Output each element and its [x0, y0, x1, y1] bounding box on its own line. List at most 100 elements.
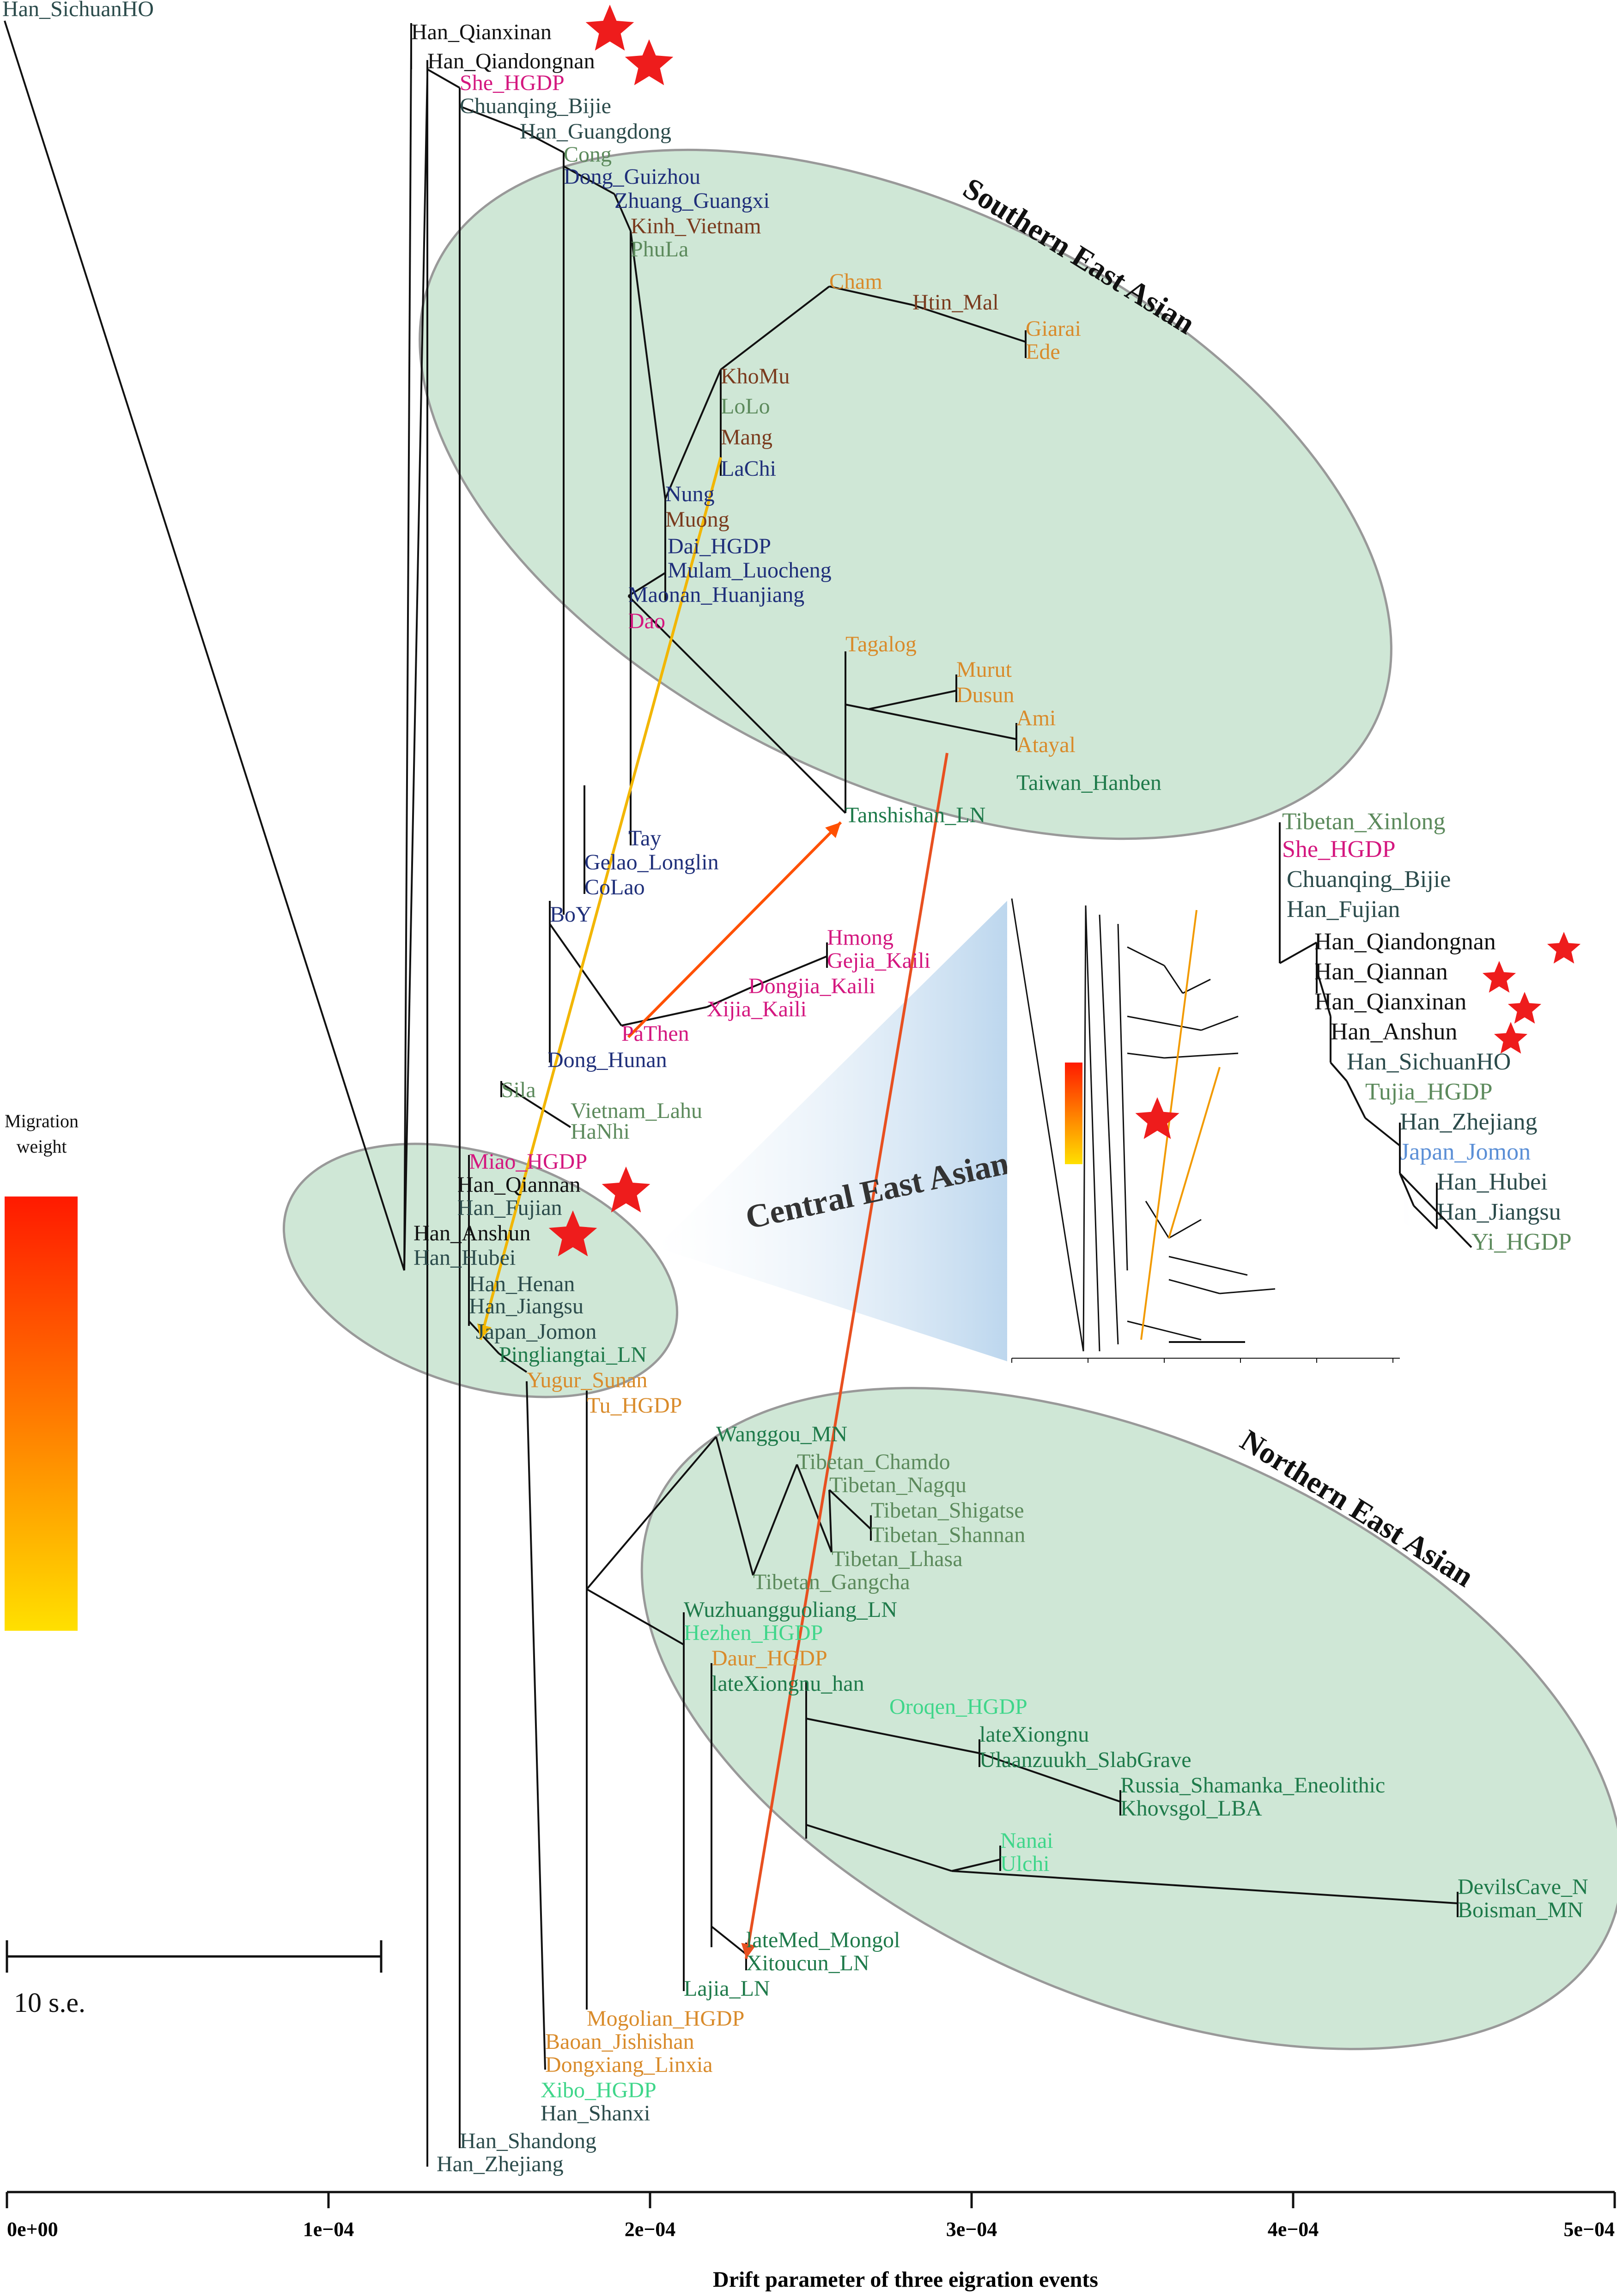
inset-branch: [1201, 1015, 1239, 1031]
leaf-latexiongnu: lateXiongnu: [979, 1722, 1089, 1747]
leaf-cham: Cham: [829, 269, 882, 294]
inset-leaf-han-fujian: Han_Fujian: [1287, 896, 1400, 923]
leaf-hezhen-hgdp: Hezhen_HGDP: [684, 1621, 823, 1645]
x-tick-label: 0e+00: [7, 2218, 58, 2241]
inset-right-branch: [1399, 1172, 1472, 1248]
x-tick-label: 4e−04: [1268, 2218, 1319, 2241]
inset-leaf-han-qiannan: Han_Qiannan: [1314, 959, 1448, 985]
inset-branch: [1099, 914, 1119, 1345]
tree-branch: [868, 708, 1017, 740]
legend-gradient-bar: [5, 1197, 78, 1631]
inset-branch: [1127, 946, 1165, 966]
tree-branch: [403, 76, 428, 1271]
x-tick-label: 5e−04: [1563, 2218, 1615, 2241]
star-icon: [548, 1210, 597, 1257]
leaf-han-jiangsu: Han_Jiangsu: [469, 1294, 584, 1318]
inset-branch: [1127, 1015, 1202, 1031]
tree-branches: [4, 20, 1459, 2167]
tree-branch: [979, 1752, 1121, 1803]
leaf-wuzhuangguoliang-ln: Wuzhuangguoliang_LN: [684, 1597, 897, 1622]
leaf-daur-hgdp: Daur_HGDP: [711, 1646, 827, 1670]
star-icon: [1482, 961, 1516, 993]
leaf-hmong: Hmong: [827, 925, 894, 950]
inset-migration: [1140, 910, 1198, 1340]
tree-branch: [845, 704, 869, 710]
leaf-tibetan-shigatse: Tibetan_Shigatse: [871, 1498, 1024, 1523]
x-tick-label: 2e−04: [625, 2218, 676, 2241]
leaf-dong-guizhou: Dong_Guizhou: [564, 164, 700, 189]
leaf-lajia-ln: Lajia_LN: [684, 1976, 770, 2001]
leaf-taiwan-hanben: Taiwan_Hanben: [1016, 771, 1161, 795]
tree-branch: [630, 231, 666, 499]
star-icon: [602, 1166, 650, 1213]
leaf-muong: Muong: [665, 507, 729, 532]
leaf-han-fujian: Han_Fujian: [457, 1196, 562, 1220]
inset-leaf-tibetan-xinlong: Tibetan_Xinlong: [1282, 808, 1445, 835]
inset-right-branch: [1279, 941, 1317, 964]
tree-branch: [459, 105, 520, 130]
leaf-zhuang-guangxi: Zhuang_Guangxi: [614, 188, 770, 213]
tree-branch: [586, 1436, 717, 1590]
inset-branch: [1168, 1219, 1202, 1239]
inset-branch: [1168, 1279, 1220, 1294]
tree-branch: [748, 955, 827, 990]
inset-legend-bar: [1065, 1063, 1082, 1164]
inset-branch: [1127, 1320, 1202, 1341]
leaf-han-shanxi: Han_Shanxi: [541, 2101, 650, 2126]
leaf-yugur-sunan: Yugur_Sunan: [527, 1368, 647, 1392]
leaf-tibetan-nagqu: Tibetan_Nagqu: [829, 1473, 967, 1497]
migration-arrowhead: [741, 1943, 756, 1959]
tree-branch: [828, 1489, 833, 1553]
tree-branch: [500, 1082, 571, 1128]
migration-edge: [745, 753, 948, 1959]
leaf-han-qiandongnan: Han_Qiandongnan: [427, 49, 595, 73]
tree-branch: [706, 988, 749, 1008]
tree-branch: [912, 304, 1026, 343]
tree-branch: [549, 923, 622, 1027]
leaf-xijia-kaili: Xijia_Kaili: [707, 997, 807, 1021]
inset-branch: [1085, 905, 1100, 1352]
migration-arrowhead: [477, 1323, 492, 1340]
tree-branch: [752, 1464, 798, 1576]
inset-right-branch: [1316, 970, 1331, 1017]
inset-leaf-she-hgdp: She_HGDP: [1282, 836, 1396, 863]
leaf-pingliangtai-ln: Pingliangtai_LN: [499, 1342, 647, 1367]
star-icon: [1508, 992, 1542, 1024]
leaf-ulchi: Ulchi: [1000, 1852, 1050, 1876]
tree-branch: [498, 1353, 528, 1373]
leaf-miao-hgdp: Miao_HGDP: [469, 1149, 587, 1174]
x-axis-title: Drift parameter of three eigration event…: [713, 2267, 1098, 2292]
inset-leaf-han-zhejiang: Han_Zhejiang: [1400, 1109, 1537, 1135]
leaf-htin-mal: Htin_Mal: [912, 290, 999, 315]
leaf-khovsgol-lba: Khovsgol_LBA: [1120, 1796, 1262, 1821]
leaf-boisman-mn: Boisman_MN: [1458, 1898, 1583, 1922]
tree-branch: [427, 68, 460, 89]
northern-east-asian-ellipse: [640, 1387, 1617, 2050]
highlight-stars: [548, 5, 674, 1257]
leaf-han-qianxinan: Han_Qianxinan: [411, 20, 552, 44]
tree-branch: [868, 690, 957, 710]
tree-branch: [403, 43, 412, 1271]
leaf-vietnam-lahu: Vietnam_Lahu: [571, 1099, 702, 1123]
leaf-tu-hgdp: Tu_HGDP: [587, 1393, 682, 1418]
legend-title-line1: Migration: [5, 1111, 79, 1131]
leaf-dai-hgdp: Dai_HGDP: [668, 534, 771, 559]
inset-leaf-tujia-hgdp: Tujia_HGDP: [1365, 1079, 1493, 1105]
leaf-han-sichuanho: Han_SichuanHO: [2, 0, 154, 21]
tree-branch: [828, 1489, 872, 1530]
tree-branch: [563, 165, 615, 195]
leaf-dao: Dao: [628, 609, 665, 633]
leaf-she-hgdp: She_HGDP: [460, 71, 565, 95]
leaf-wanggou-mn: Wanggou_MN: [716, 1422, 847, 1446]
inset-branch: [1163, 965, 1184, 994]
zoom-projection-left: [656, 896, 1012, 1363]
leaf-baoan-jishishan: Baoan_Jishishan: [545, 2029, 694, 2054]
x-tick-label: 3e−04: [946, 2218, 997, 2241]
leaf-tagalog: Tagalog: [845, 632, 917, 656]
tree-branch: [526, 1381, 546, 2070]
tree-branch: [951, 1859, 1001, 1872]
leaf-boy: BoY: [550, 902, 592, 927]
leaf-russia-shamanka-eneolithic: Russia_Shamanka_Eneolithic: [1120, 1773, 1385, 1798]
tree-branch: [468, 1320, 500, 1355]
